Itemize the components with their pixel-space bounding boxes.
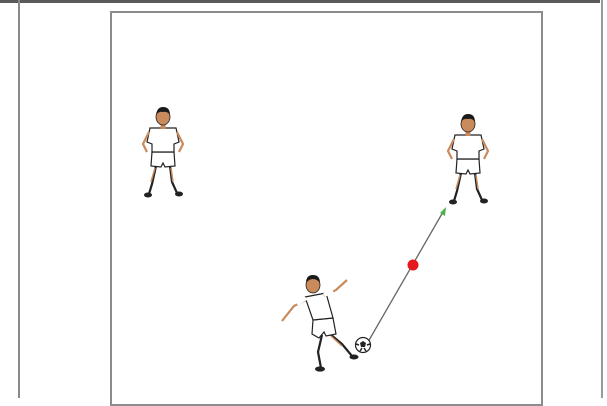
pass-marker-dot <box>408 260 419 271</box>
player-receiver-right <box>448 114 488 205</box>
player-receiver-left <box>143 107 183 198</box>
soccer-ball-icon <box>356 338 371 353</box>
player-kicker <box>282 275 359 372</box>
pass-line <box>368 212 443 342</box>
